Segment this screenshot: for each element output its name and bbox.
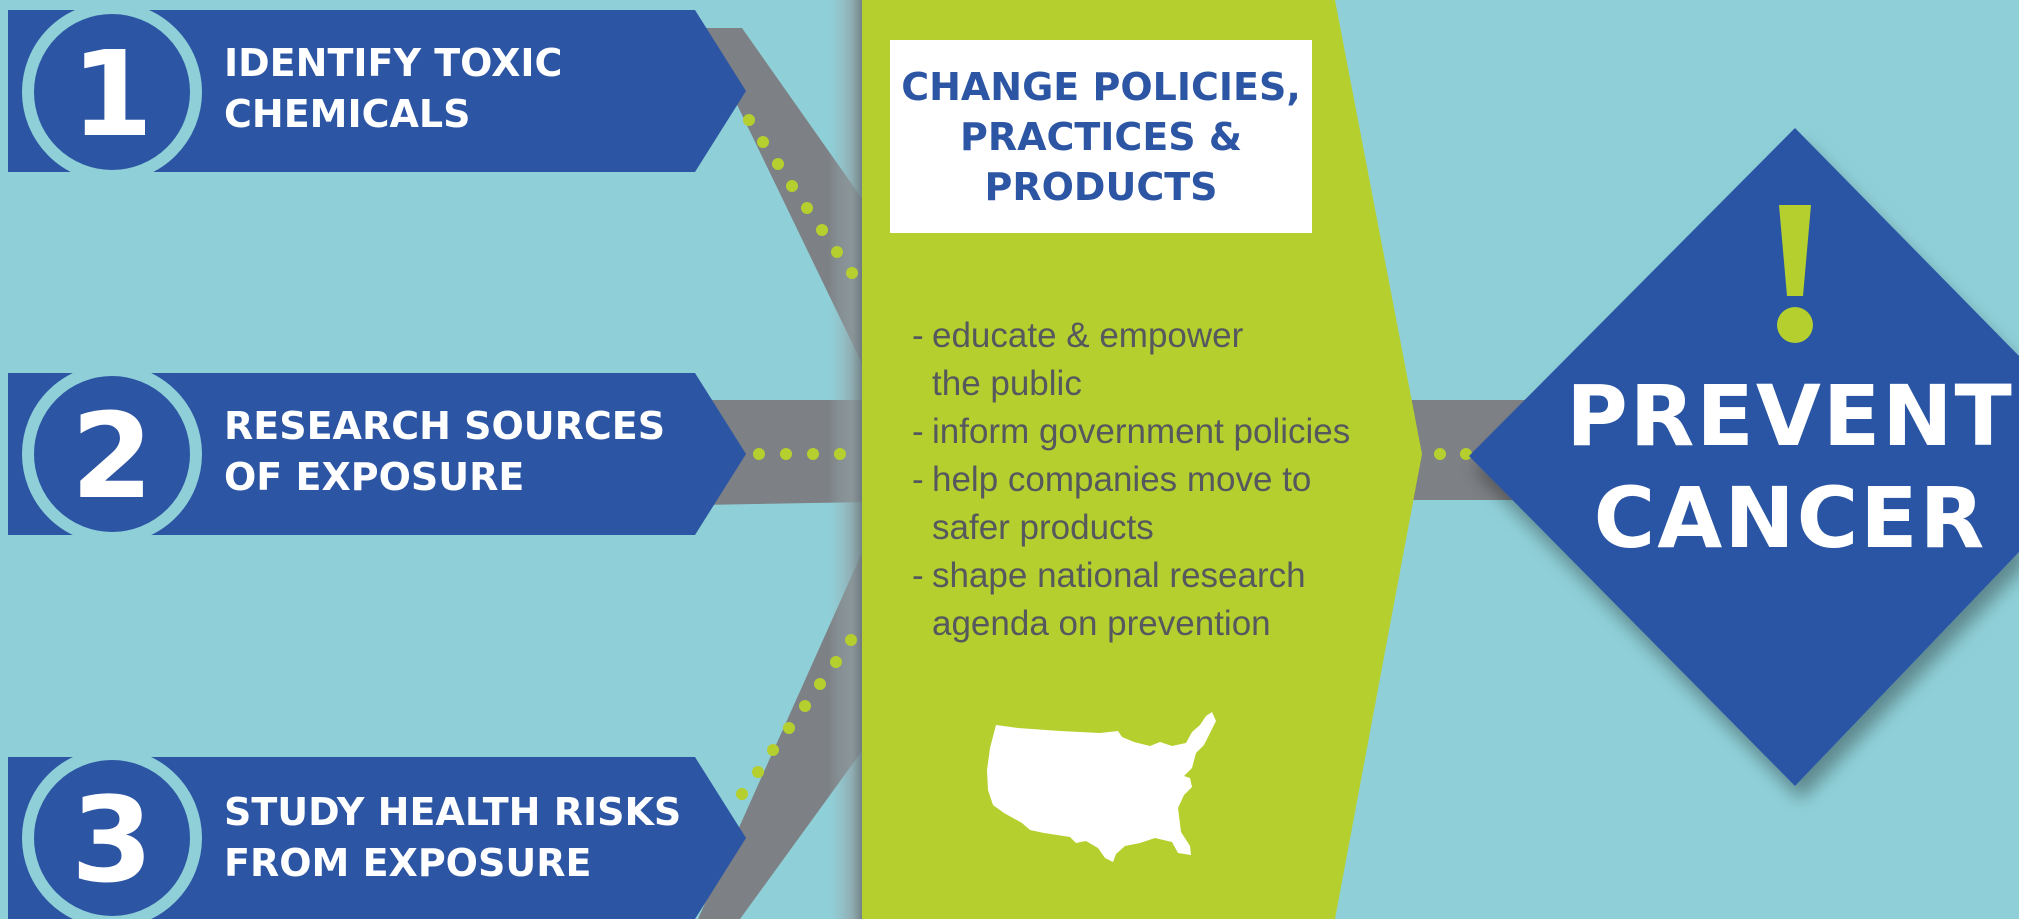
action-line: shape national research [932, 556, 1306, 595]
step-3-label-line: STUDY HEALTH RISKS [224, 790, 682, 834]
step-3-label: STUDY HEALTH RISKS FROM EXPOSURE [224, 787, 681, 889]
policy-title-line: PRODUCTS [984, 164, 1218, 209]
path-dot [783, 722, 795, 734]
path-dot [780, 448, 792, 460]
path-dot [816, 224, 828, 236]
goal-text: PREVENT CANCER [1565, 365, 2015, 569]
step-1-label-line: IDENTIFY TOXIC [224, 41, 563, 85]
action-text: inform government policies [932, 408, 1392, 456]
path-dot [1460, 448, 1472, 460]
path-dot [736, 788, 748, 800]
dotted-paths [736, 114, 1472, 800]
step-circles [22, 2, 202, 919]
action-text: help companies move to safer products [932, 456, 1392, 552]
exclamation-icon [1777, 205, 1813, 343]
path-dot [767, 744, 779, 756]
goal-line: CANCER [1593, 469, 1987, 567]
step-2-banner [8, 373, 746, 535]
action-dash: - [912, 556, 924, 595]
panel-edge-shadow [828, 0, 862, 919]
action-dash: - [912, 316, 924, 355]
step-3-label-line: FROM EXPOSURE [224, 841, 592, 885]
action-line: inform government policies [932, 412, 1351, 451]
path-dot [846, 267, 858, 279]
usa-map-icon [987, 712, 1216, 862]
step-3-circle [22, 748, 202, 919]
step-2-label-line: RESEARCH SOURCES [224, 404, 666, 448]
policy-action-list: - educate & empower the public - inform … [912, 312, 1392, 648]
path-dot [830, 656, 842, 668]
goal-line: PREVENT [1566, 367, 2014, 465]
path-dot [786, 180, 798, 192]
step-1-number: 1 [70, 25, 154, 163]
path-dot [834, 448, 846, 460]
path-dot [753, 448, 765, 460]
action-dash: - [912, 460, 924, 499]
path-dot [807, 448, 819, 460]
step-3-number: 3 [70, 771, 154, 909]
action-line: the public [932, 364, 1082, 403]
action-text: educate & empower the public [932, 312, 1392, 408]
road-1 [700, 28, 870, 380]
policy-title-line: CHANGE POLICIES, [901, 64, 1301, 109]
action-dash: - [912, 412, 924, 451]
step-2-circle [22, 364, 202, 544]
policy-title-line: PRACTICES & [959, 114, 1243, 159]
action-line: educate & empower [932, 316, 1244, 355]
path-dot [799, 700, 811, 712]
step-2-number: 2 [70, 387, 154, 525]
action-text: shape national research agenda on preven… [932, 552, 1392, 648]
policy-title: CHANGE POLICIES, PRACTICES & PRODUCTS [890, 40, 1312, 233]
action-line: help companies move to [932, 460, 1312, 499]
path-dot [831, 246, 843, 258]
action-line: safer products [932, 508, 1154, 547]
action-item: - help companies move to safer products [912, 456, 1392, 552]
step-1-label-line: CHEMICALS [224, 92, 471, 136]
path-dot [743, 114, 755, 126]
path-dot [757, 136, 769, 148]
step-3-banner [8, 757, 746, 919]
step-1-circle [22, 2, 202, 182]
step-2-label: RESEARCH SOURCES OF EXPOSURE [224, 401, 665, 503]
step-1-label: IDENTIFY TOXIC CHEMICALS [224, 38, 562, 140]
action-item: - shape national research agenda on prev… [912, 552, 1392, 648]
action-item: - inform government policies [912, 408, 1392, 456]
path-dot [814, 678, 826, 690]
goal-diamond [1469, 128, 2019, 786]
step-2-label-line: OF EXPOSURE [224, 455, 525, 499]
action-line: agenda on prevention [932, 604, 1271, 643]
path-dot [845, 634, 857, 646]
path-dot [801, 202, 813, 214]
path-dot [1434, 448, 1446, 460]
path-dot [752, 766, 764, 778]
path-dot [772, 158, 784, 170]
action-item: - educate & empower the public [912, 312, 1392, 408]
